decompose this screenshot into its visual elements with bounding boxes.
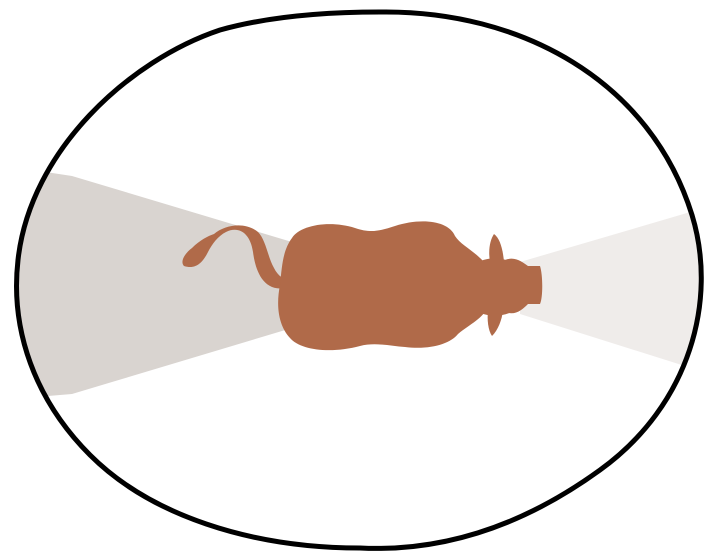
cow-body xyxy=(278,221,490,350)
rear-zone xyxy=(0,165,312,400)
cow-ear-upper xyxy=(489,234,504,262)
front-zone xyxy=(520,208,704,372)
cow-ear-lower xyxy=(488,310,503,336)
